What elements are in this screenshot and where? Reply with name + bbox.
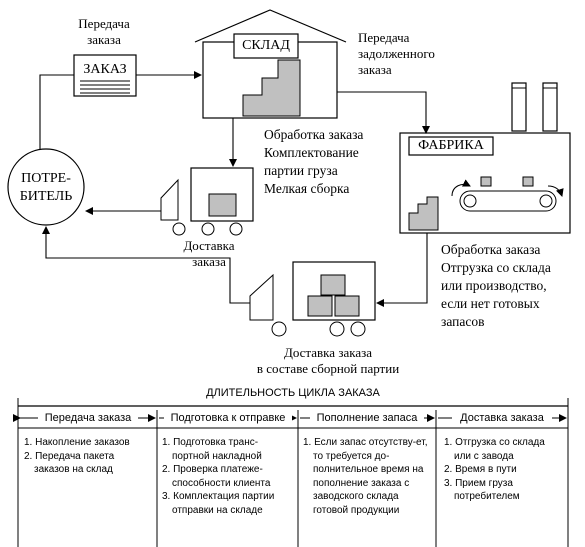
list-item: 2. Проверка платеже-способности клиента <box>162 464 271 489</box>
order-transfer-label: Передача заказа <box>78 16 130 47</box>
consumer-node <box>7 148 85 226</box>
col-header-preparation: Подготовка к отправке <box>164 411 292 425</box>
list-item: 3. Комплектация партии отправки на склад… <box>162 491 275 516</box>
factory-icon <box>399 82 571 234</box>
flow-arrows <box>39 71 430 307</box>
list-item: 1. Если запас отсутству-ет, то требуется… <box>303 437 428 516</box>
order-document-icon <box>73 54 137 97</box>
list-item: 1. Отгрузка со склада или с завода <box>444 437 545 462</box>
list-item: 1. Накопление заказов <box>24 437 130 448</box>
col-header-order-transfer: Передача заказа <box>38 411 138 425</box>
factory-label: ФАБРИКА <box>418 138 484 153</box>
order-document-label: ЗАКАЗ <box>83 62 127 77</box>
list-item: 2. Время в пути <box>444 464 517 475</box>
cycle-table <box>13 398 569 547</box>
list-item: 2. Передача пакета заказов на склад <box>24 450 115 476</box>
batch-truck-icon <box>249 261 376 337</box>
col-list-order-transfer: 1. Накопление заказов 2. Передача пакета… <box>24 436 152 477</box>
list-item: 3. Прием груза потребителем <box>444 477 520 503</box>
consumer-label: ПОТРЕ- БИТЕЛЬ <box>19 171 73 204</box>
col-list-preparation: 1. Подготовка транс-портной накладной 2.… <box>162 436 294 517</box>
batch-delivery-label: Доставка заказа в составе сборной партии <box>256 345 400 376</box>
backorder-transfer-label: Передача задолженного заказа <box>358 30 435 77</box>
warehouse-operations-label: Обработка заказа Комплектование партии г… <box>264 127 364 196</box>
list-item: 1. Подготовка транс-портной накладной <box>162 437 262 462</box>
col-list-delivery: 1. Отгрузка со склада или с завода 2. Вр… <box>444 436 562 504</box>
col-list-replenishment: 1. Если запас отсутству-ет, то требуется… <box>303 436 431 517</box>
col-header-delivery: Доставка заказа <box>452 411 552 425</box>
col-header-replenishment: Пополнение запаса <box>310 411 424 425</box>
factory-operations-label: Обработка заказа Отгрузка со склада или … <box>441 242 551 329</box>
delivery-truck-icon <box>160 167 254 236</box>
warehouse-label: СКЛАД <box>242 38 290 53</box>
cycle-title: ДЛИТЕЛЬНОСТЬ ЦИКЛА ЗАКАЗА <box>206 387 380 399</box>
order-delivery-label: Доставка заказа <box>183 238 235 269</box>
warehouse-icon <box>194 9 347 119</box>
